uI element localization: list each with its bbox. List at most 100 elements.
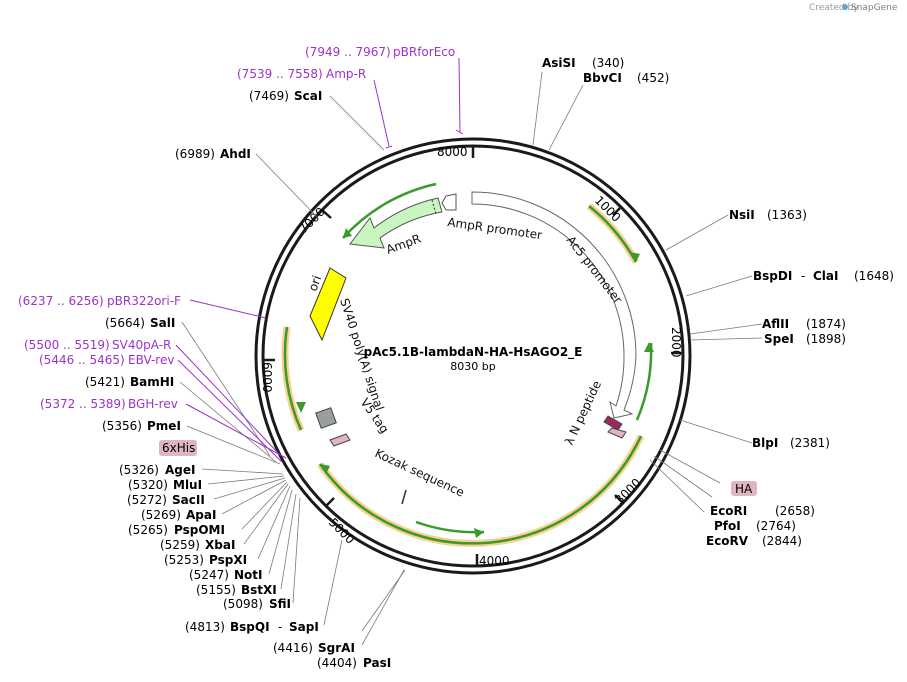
v5-tag-feature[interactable] <box>315 407 337 429</box>
primer-name[interactable]: pBRforEco <box>393 45 455 59</box>
site-pos: (5253) <box>164 553 204 567</box>
site-pos: (6989) <box>175 147 215 161</box>
ac5-promoter-feature[interactable] <box>471 191 637 419</box>
tick-6000: 6000 <box>260 362 274 393</box>
site-name[interactable]: BstXI <box>241 583 277 597</box>
site-pos: (2381) <box>790 436 830 450</box>
site-name[interactable]: BspDI <box>753 269 792 283</box>
site-leaders-left <box>179 95 385 604</box>
site-name[interactable]: SpeI <box>764 332 794 346</box>
site-sep: - <box>801 269 805 283</box>
tick-8000: 8000 <box>437 145 468 159</box>
ori-feature[interactable] <box>309 267 347 342</box>
primer-range: (6237 .. 6256) <box>18 294 104 308</box>
site-pos: (1363) <box>767 208 807 222</box>
ampr-promoter-feature[interactable] <box>441 193 457 211</box>
kozak-label: Kozak sequence <box>373 446 467 500</box>
primer-name[interactable]: pBR322ori-F <box>107 294 181 308</box>
primer-labels: (7949 .. 7967) pBRforEco (7539 .. 7558) … <box>18 45 455 411</box>
site-name[interactable]: ClaI <box>813 269 838 283</box>
site-pos: (1648) <box>854 269 894 283</box>
site-name[interactable]: BspQI <box>230 620 270 634</box>
site-name[interactable]: ApaI <box>186 508 216 522</box>
green-arrowheads <box>296 228 654 538</box>
site-pos: (5664) <box>105 316 145 330</box>
plasmid-name: pAc5.1B-lambdaN-HA-HsAGO2_E <box>364 345 583 360</box>
site-name[interactable]: AhdI <box>220 147 251 161</box>
site-pos: (340) <box>592 56 624 70</box>
site-name[interactable]: XbaI <box>205 538 235 552</box>
his-tag-feature[interactable] <box>329 433 351 447</box>
tick-4000: 4000 <box>479 554 510 568</box>
site-pos: (5265) <box>128 523 168 537</box>
site-name[interactable]: SapI <box>289 620 319 634</box>
ampr-label: AmpR <box>384 231 422 256</box>
site-name[interactable]: AflII <box>762 317 789 331</box>
site-name[interactable]: NsiI <box>729 208 755 222</box>
ampr-feature[interactable] <box>349 197 443 249</box>
ac5-promoter-label: Ac5 promoter <box>564 233 625 306</box>
snapgene-brand: SnapGene <box>851 3 898 13</box>
site-name[interactable]: BamHI <box>130 375 174 389</box>
site-name[interactable]: PfoI <box>714 519 741 533</box>
site-name[interactable]: ScaI <box>294 89 322 103</box>
site-pos: (5247) <box>189 568 229 582</box>
snapgene-logo-icon <box>842 4 848 10</box>
site-pos: (5259) <box>160 538 200 552</box>
site-pos: (2844) <box>762 534 802 548</box>
credit-created-by: Created by <box>809 3 859 13</box>
primer-name[interactable]: Amp-R <box>326 67 366 81</box>
site-pos: (5269) <box>141 508 181 522</box>
ampr-promoter-label: AmpR promoter <box>447 215 543 242</box>
site-pos: (4813) <box>185 620 225 634</box>
site-name[interactable]: PasI <box>363 656 391 670</box>
site-name[interactable]: MluI <box>173 478 202 492</box>
plasmid-size: 8030 bp <box>450 360 495 373</box>
site-labels: AsiSI (340) BbvCI (452) NsiI (1363) BspD… <box>85 56 894 670</box>
site-sep: - <box>278 620 282 634</box>
site-pos: (1898) <box>806 332 846 346</box>
backbone-outer <box>254 137 692 575</box>
site-pos: (5098) <box>223 597 263 611</box>
site-name[interactable]: BbvCI <box>583 71 622 85</box>
site-name[interactable]: EcoRI <box>710 504 747 518</box>
site-pos: (4416) <box>273 641 313 655</box>
site-name[interactable]: AgeI <box>165 463 195 477</box>
ha-tag-badge-label: HA <box>735 482 753 496</box>
primer-name[interactable]: EBV-rev <box>128 353 174 367</box>
site-leaders-right <box>323 71 763 646</box>
site-name[interactable]: AsiSI <box>542 56 576 70</box>
kozak-mark <box>401 489 407 505</box>
primer-range: (7539 .. 7558) <box>237 67 323 81</box>
site-name[interactable]: EcoRV <box>706 534 749 548</box>
site-name[interactable]: PmeI <box>147 419 181 433</box>
his-tag-badge-label: 6xHis <box>162 441 195 455</box>
site-name[interactable]: SfiI <box>269 597 291 611</box>
site-name[interactable]: SalI <box>150 316 175 330</box>
tick-marks <box>263 146 683 566</box>
site-pos: (2764) <box>756 519 796 533</box>
site-pos: (7469) <box>249 89 289 103</box>
primer-leaders <box>175 57 464 463</box>
site-pos: (5356) <box>102 419 142 433</box>
site-name[interactable]: PspXI <box>209 553 247 567</box>
ha-tag-badge[interactable] <box>731 481 757 496</box>
site-pos: (452) <box>637 71 669 85</box>
site-name[interactable]: SgrAI <box>318 641 355 655</box>
site-pos: (2658) <box>775 504 815 518</box>
his-tag-badge[interactable] <box>159 440 197 456</box>
site-name[interactable]: NotI <box>234 568 263 582</box>
primer-name[interactable]: SV40pA-R <box>112 338 171 352</box>
site-name[interactable]: SacII <box>172 493 205 507</box>
primer-range: (5446 .. 5465) <box>39 353 125 367</box>
lambda-label: λ N peptide <box>562 378 604 447</box>
primer-name[interactable]: BGH-rev <box>128 397 178 411</box>
ori-label: ori <box>306 274 324 293</box>
site-name[interactable]: PspOMI <box>174 523 225 537</box>
site-pos: (5155) <box>196 583 236 597</box>
ha-feature-mark <box>607 427 627 439</box>
primer-range: (7949 .. 7967) <box>305 45 391 59</box>
site-pos: (1874) <box>806 317 846 331</box>
site-name[interactable]: BlpI <box>752 436 778 450</box>
